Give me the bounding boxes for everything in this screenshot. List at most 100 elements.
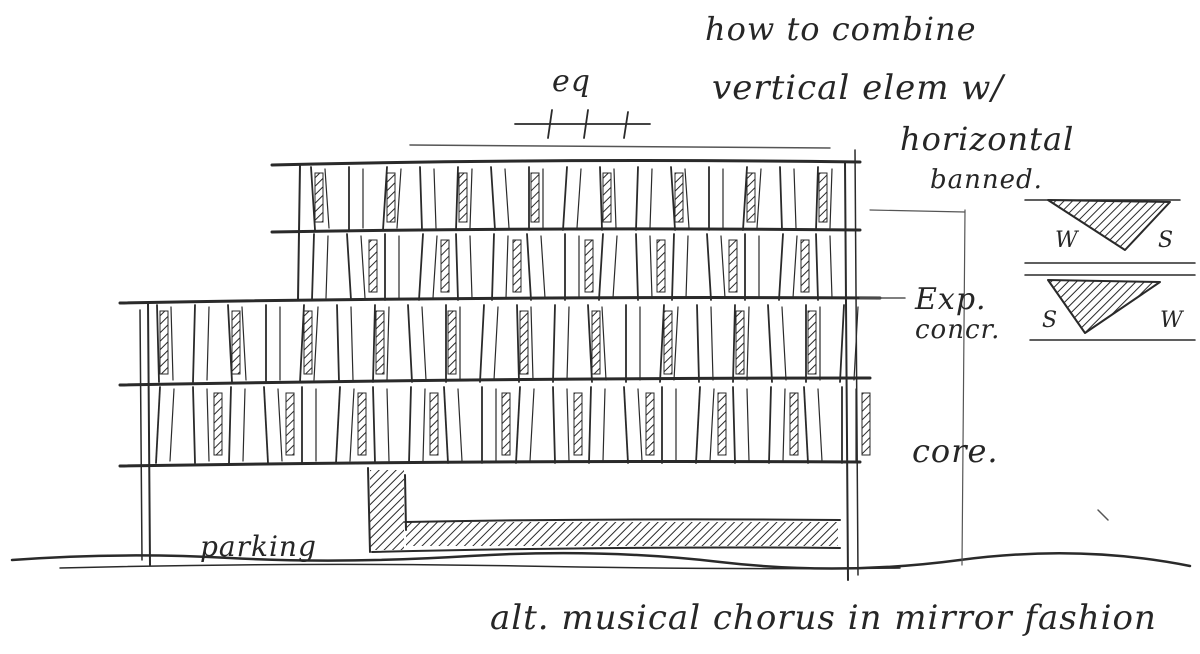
mullion-line <box>710 306 714 381</box>
dimension-label: eq <box>552 64 591 99</box>
core-label: core. <box>912 432 999 470</box>
mullion-line <box>709 388 715 462</box>
mullion-line <box>673 306 679 381</box>
mullion-line <box>407 304 413 383</box>
mullion-line <box>396 168 402 229</box>
design-note-line-2: vertical elem w/ <box>712 68 1004 108</box>
hatched-fin <box>800 239 810 293</box>
mullion-line <box>170 306 174 381</box>
mullion-line <box>684 168 690 229</box>
mullion-line <box>566 306 570 381</box>
mullion-line <box>671 233 675 301</box>
section-bottom-west-label: W <box>1160 308 1184 333</box>
hatched-fin <box>303 310 313 375</box>
mullion-line <box>311 233 315 301</box>
hatched-fin <box>717 392 727 456</box>
mullion-line <box>778 233 784 301</box>
mullion-line <box>637 388 643 462</box>
mullion-line <box>422 388 426 462</box>
mullion-line <box>587 304 593 383</box>
mullion-line <box>156 304 160 383</box>
mullion-line <box>602 388 606 462</box>
mullion-line <box>552 304 556 383</box>
mullion-line <box>815 233 819 301</box>
mullion-line <box>815 166 819 231</box>
mullion-line <box>566 388 570 462</box>
dimension-marks <box>514 109 651 139</box>
mullion-line <box>817 388 823 462</box>
mullion-line <box>781 306 787 381</box>
hatched-fin <box>501 392 511 456</box>
hatched-fin <box>519 310 529 375</box>
mullion-line <box>792 235 798 299</box>
material-label-concr: concr. <box>915 315 1001 345</box>
hatched-fin <box>807 310 817 375</box>
hatched-fin <box>314 172 324 223</box>
mullion-line <box>421 306 427 381</box>
mullion-line <box>206 306 210 381</box>
mullion-line <box>839 304 845 383</box>
mullion-line <box>695 386 701 464</box>
mullion-line <box>768 386 772 464</box>
hatched-fin <box>645 392 655 456</box>
mullion-line <box>685 235 689 299</box>
hatched-fin <box>447 310 457 375</box>
mullion-line <box>659 304 665 383</box>
mullion-line <box>310 166 316 231</box>
hatched-fin <box>663 310 673 375</box>
mullion-line <box>169 388 175 462</box>
hatched-fin <box>512 239 522 293</box>
ground-line <box>10 551 1192 570</box>
mullion-line <box>469 235 473 299</box>
design-note-line-4: banned. <box>930 165 1043 195</box>
mullion-line <box>491 233 495 301</box>
mullion-line <box>732 386 736 464</box>
mullion-line <box>242 388 246 462</box>
section-detail-bottom <box>1024 274 1196 341</box>
hatched-fin <box>728 239 738 293</box>
mullion-line <box>746 306 750 381</box>
mullion-line <box>505 235 509 299</box>
parking-label: parking <box>200 530 317 563</box>
hatched-fin <box>656 239 666 293</box>
hatched-fin <box>584 239 594 293</box>
mullion-line <box>457 388 463 462</box>
hatched-fin <box>159 310 169 375</box>
mullion-line <box>228 386 232 464</box>
mullion-line <box>576 168 582 229</box>
mullion-line <box>793 168 797 229</box>
mullion-line <box>515 386 521 464</box>
mullion-line <box>382 166 388 231</box>
hatched-fin <box>429 392 439 456</box>
mullion-line <box>386 306 390 381</box>
mullion-line <box>829 235 833 299</box>
hatched-fin <box>213 392 223 456</box>
mullion-line <box>613 168 617 229</box>
mullion-line <box>241 306 247 381</box>
material-label-exp: Exp. <box>915 282 987 317</box>
mullion-line <box>350 306 354 381</box>
design-note-line-1: how to combine <box>705 10 977 48</box>
section-bottom-south-label: S <box>1042 308 1059 333</box>
hatched-fin <box>386 172 396 223</box>
mullion-line <box>192 386 196 464</box>
bottom-caption: alt. musical chorus in mirror fashion <box>490 598 1157 638</box>
hatched-fin <box>735 310 745 375</box>
mullion-line <box>623 386 629 464</box>
mullion-line <box>588 386 592 464</box>
mullion-line <box>782 388 786 462</box>
mullion-line <box>335 386 341 464</box>
mullion-line <box>479 304 485 383</box>
hatched-fin <box>231 310 241 375</box>
mullion-line <box>490 166 496 231</box>
mullion-line <box>670 166 676 231</box>
hatched-fin <box>375 310 385 375</box>
hatched-fin <box>357 392 367 456</box>
mullion-line <box>299 304 305 383</box>
hatched-fins <box>159 172 871 456</box>
mullion-line <box>155 386 161 464</box>
hatched-fin <box>818 172 828 223</box>
mullion-line <box>599 166 603 231</box>
mullion-line <box>277 388 283 462</box>
hatched-fin <box>368 239 378 293</box>
